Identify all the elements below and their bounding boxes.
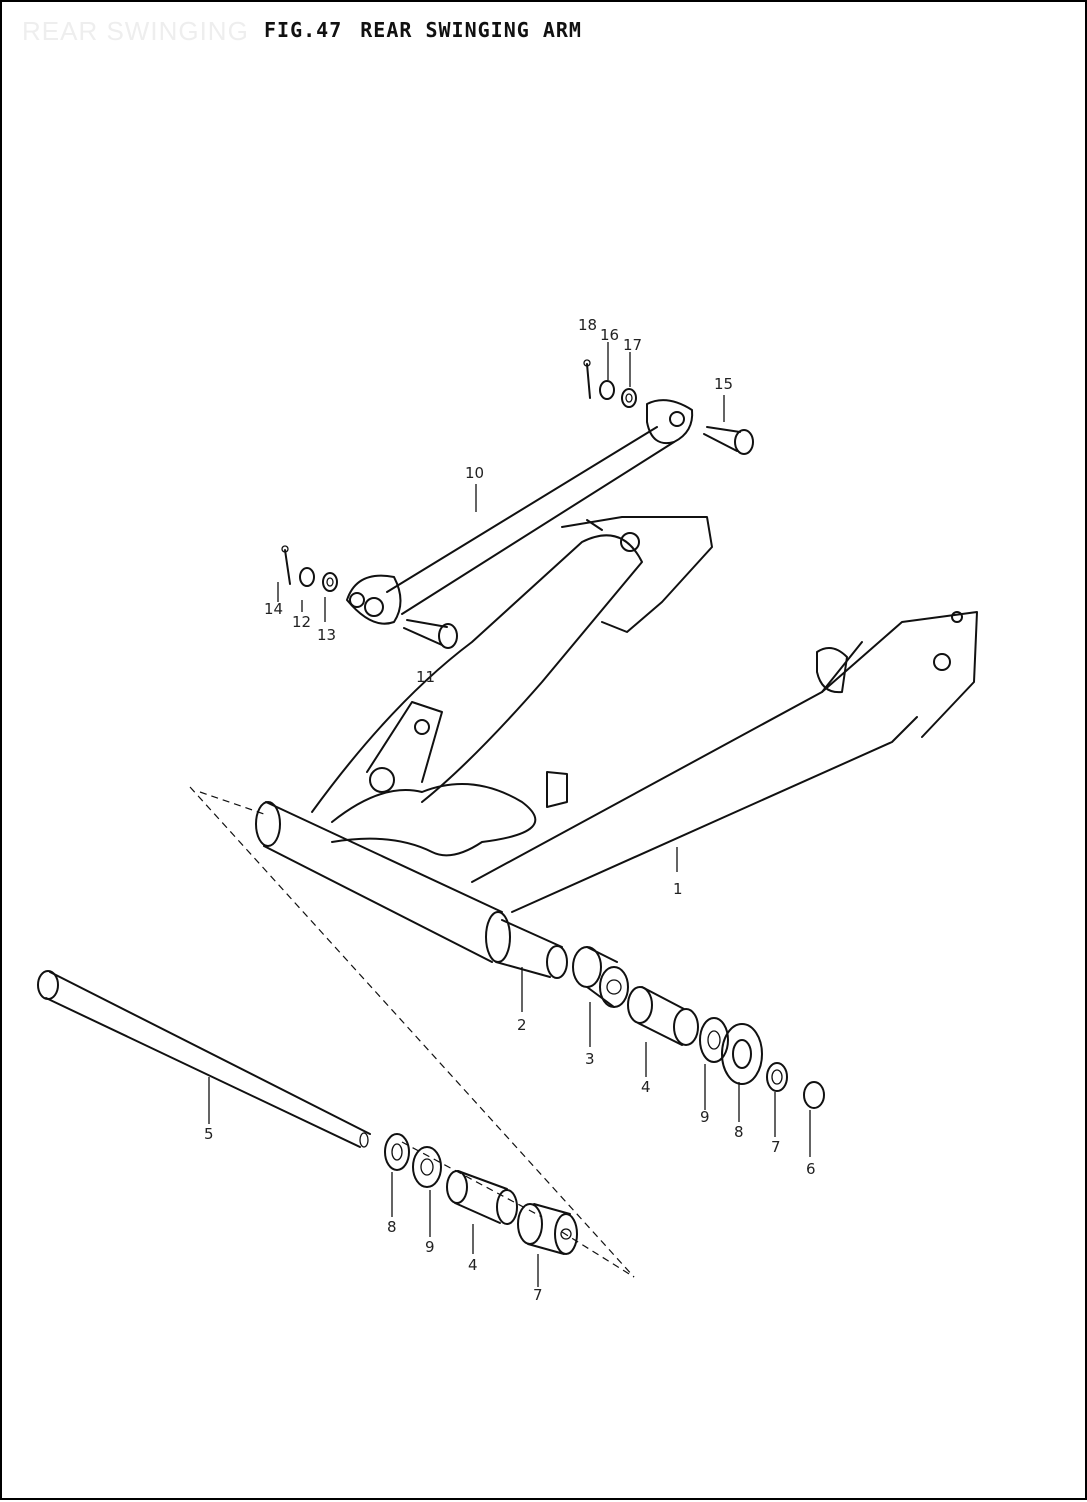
callout-18: 18 bbox=[578, 316, 597, 334]
washer-7-upper bbox=[766, 1062, 788, 1092]
callout-11: 11 bbox=[416, 668, 435, 686]
pivot-shaft bbox=[37, 970, 371, 1148]
callout-12: 12 bbox=[292, 613, 311, 631]
seal-8-lower bbox=[384, 1133, 410, 1171]
figure-number: FIG.47 bbox=[264, 18, 343, 42]
callout-16: 16 bbox=[600, 326, 619, 344]
figure-title: FIG.47 REAR SWINGING ARM bbox=[264, 18, 600, 42]
callout-8-lower: 8 bbox=[387, 1218, 397, 1236]
spacer-4-lower bbox=[446, 1170, 518, 1225]
bolt-11 bbox=[403, 619, 458, 649]
cotter-pin-18 bbox=[583, 359, 591, 399]
callout-3: 3 bbox=[585, 1050, 595, 1068]
bushing-3 bbox=[572, 946, 629, 1008]
nut-6 bbox=[803, 1081, 825, 1109]
callout-4-upper: 4 bbox=[641, 1078, 651, 1096]
callout-14: 14 bbox=[264, 600, 283, 618]
callout-8-upper: 8 bbox=[734, 1123, 744, 1141]
washer-9-upper bbox=[699, 1017, 729, 1063]
callout-15: 15 bbox=[714, 375, 733, 393]
callout-17: 17 bbox=[623, 336, 642, 354]
spacer-4-upper bbox=[627, 986, 699, 1046]
swinging-arm bbox=[255, 516, 978, 979]
washer-17 bbox=[621, 388, 637, 408]
callout-2: 2 bbox=[517, 1016, 527, 1034]
callout-7-lower: 7 bbox=[533, 1286, 543, 1304]
seal-8-upper bbox=[721, 1023, 763, 1085]
callout-10: 10 bbox=[465, 464, 484, 482]
callout-6: 6 bbox=[806, 1160, 816, 1178]
bolt-15 bbox=[703, 426, 754, 455]
callout-13: 13 bbox=[317, 626, 336, 644]
callout-4-lower: 4 bbox=[468, 1256, 478, 1274]
leader-lines bbox=[208, 342, 811, 1287]
callout-1: 1 bbox=[673, 880, 683, 898]
nut-12 bbox=[299, 567, 315, 587]
bushing-7-lower bbox=[517, 1203, 578, 1255]
callout-numbers: 1 2 3 4 9 8 7 6 5 8 9 4 7 10 11 12 13 14… bbox=[204, 316, 816, 1304]
callout-7-upper: 7 bbox=[771, 1138, 781, 1156]
nut-16 bbox=[599, 380, 615, 400]
watermark-text: REAR SWINGING bbox=[22, 16, 249, 46]
callout-5: 5 bbox=[204, 1125, 214, 1143]
callout-9-lower: 9 bbox=[425, 1238, 435, 1256]
callout-9-upper: 9 bbox=[700, 1108, 710, 1126]
projection-lines bbox=[189, 786, 635, 1278]
cotter-pin-14 bbox=[281, 545, 291, 585]
washer-9-lower bbox=[412, 1146, 442, 1188]
washer-13 bbox=[322, 572, 338, 592]
figure-name: REAR SWINGING ARM bbox=[360, 18, 582, 42]
torque-link-rod bbox=[346, 399, 694, 625]
